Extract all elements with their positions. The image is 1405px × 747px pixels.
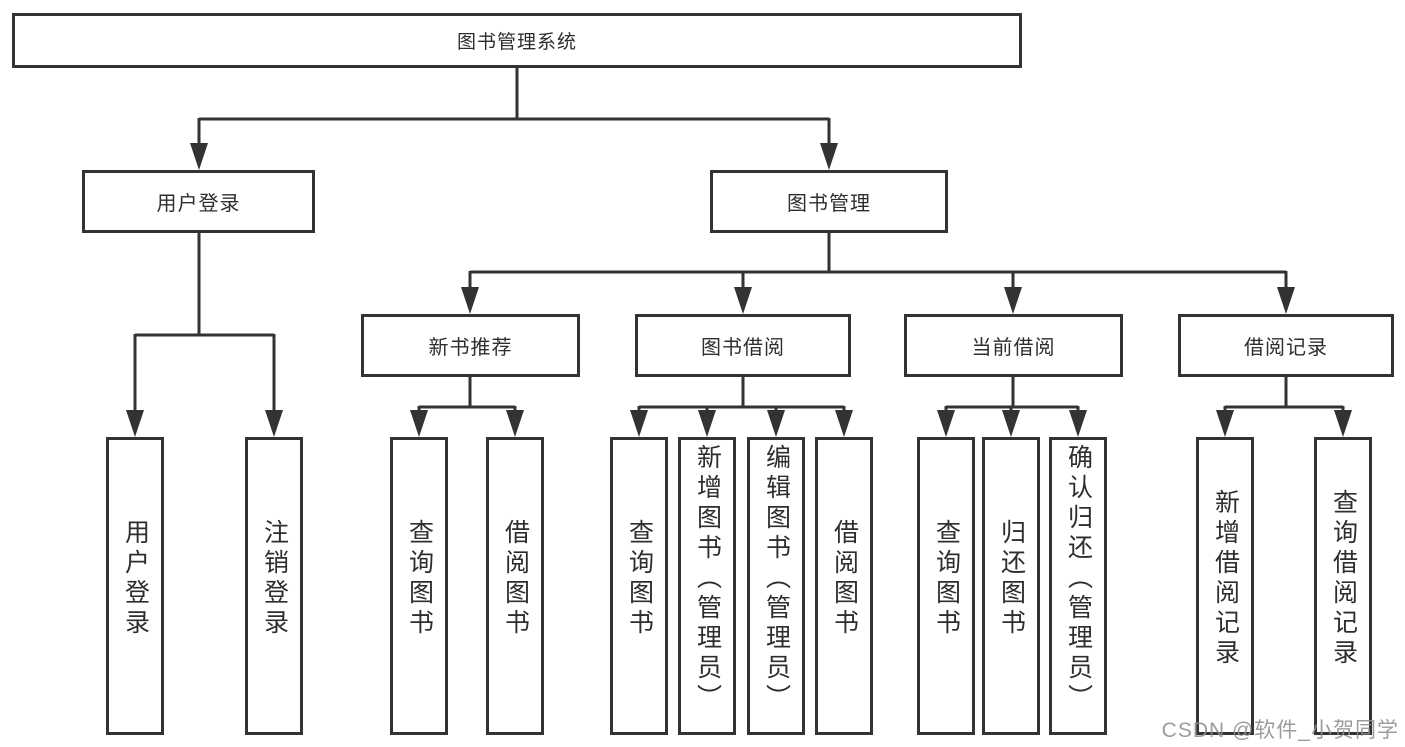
node-label: 注销登录 [260,519,289,639]
leaf-query-books-2: 查询图书 [610,437,668,735]
node-label: 用户登录 [156,193,241,215]
node-label: 当前借阅 [971,337,1056,359]
node-label: 查询借阅记录 [1329,489,1358,669]
node-label: 新增借阅记录 [1211,489,1240,669]
node-book-management: 图书管理 [710,170,948,233]
leaf-borrow-books-1: 借阅图书 [486,437,544,735]
leaf-query-books-1: 查询图书 [390,437,448,735]
node-label: 借阅记录 [1244,337,1328,359]
leaf-confirm-return-admin: 确认归还（管理员） [1049,437,1107,735]
node-label: 新书推荐 [428,337,513,359]
leaf-return-books: 归还图书 [982,437,1040,735]
node-label: 新增图书（管理员） [693,444,722,714]
leaf-logout: 注销登录 [245,437,303,735]
node-label: 用户登录 [121,519,150,639]
node-label: 借阅图书 [830,519,859,639]
node-label: 图书管理系统 [456,32,577,53]
leaf-add-book-admin: 新增图书（管理员） [678,437,736,735]
node-label: 归还图书 [997,519,1026,639]
node-library-management-system: 图书管理系统 [12,13,1022,68]
node-label: 查询图书 [405,519,434,639]
node-label: 查询图书 [625,519,654,639]
node-label: 图书借阅 [701,337,785,359]
node-user-login: 用户登录 [82,170,315,233]
node-borrowing-records: 借阅记录 [1178,314,1394,377]
node-label: 图书管理 [787,193,871,215]
node-new-book-recommendation: 新书推荐 [361,314,580,377]
leaf-query-books-3: 查询图书 [917,437,975,735]
node-current-borrowing: 当前借阅 [904,314,1123,377]
leaf-borrow-books-2: 借阅图书 [815,437,873,735]
leaf-user-login: 用户登录 [106,437,164,735]
node-label: 编辑图书（管理员） [762,444,791,714]
leaf-edit-book-admin: 编辑图书（管理员） [747,437,805,735]
leaf-query-borrow-record: 查询借阅记录 [1314,437,1372,735]
node-label: 确认归还（管理员） [1064,444,1093,714]
csdn-watermark: CSDN @软件_小贺同学 [1161,719,1399,742]
node-label: 借阅图书 [501,519,530,639]
node-label: 查询图书 [932,519,961,639]
node-book-borrowing: 图书借阅 [635,314,851,377]
leaf-add-borrow-record: 新增借阅记录 [1196,437,1254,735]
